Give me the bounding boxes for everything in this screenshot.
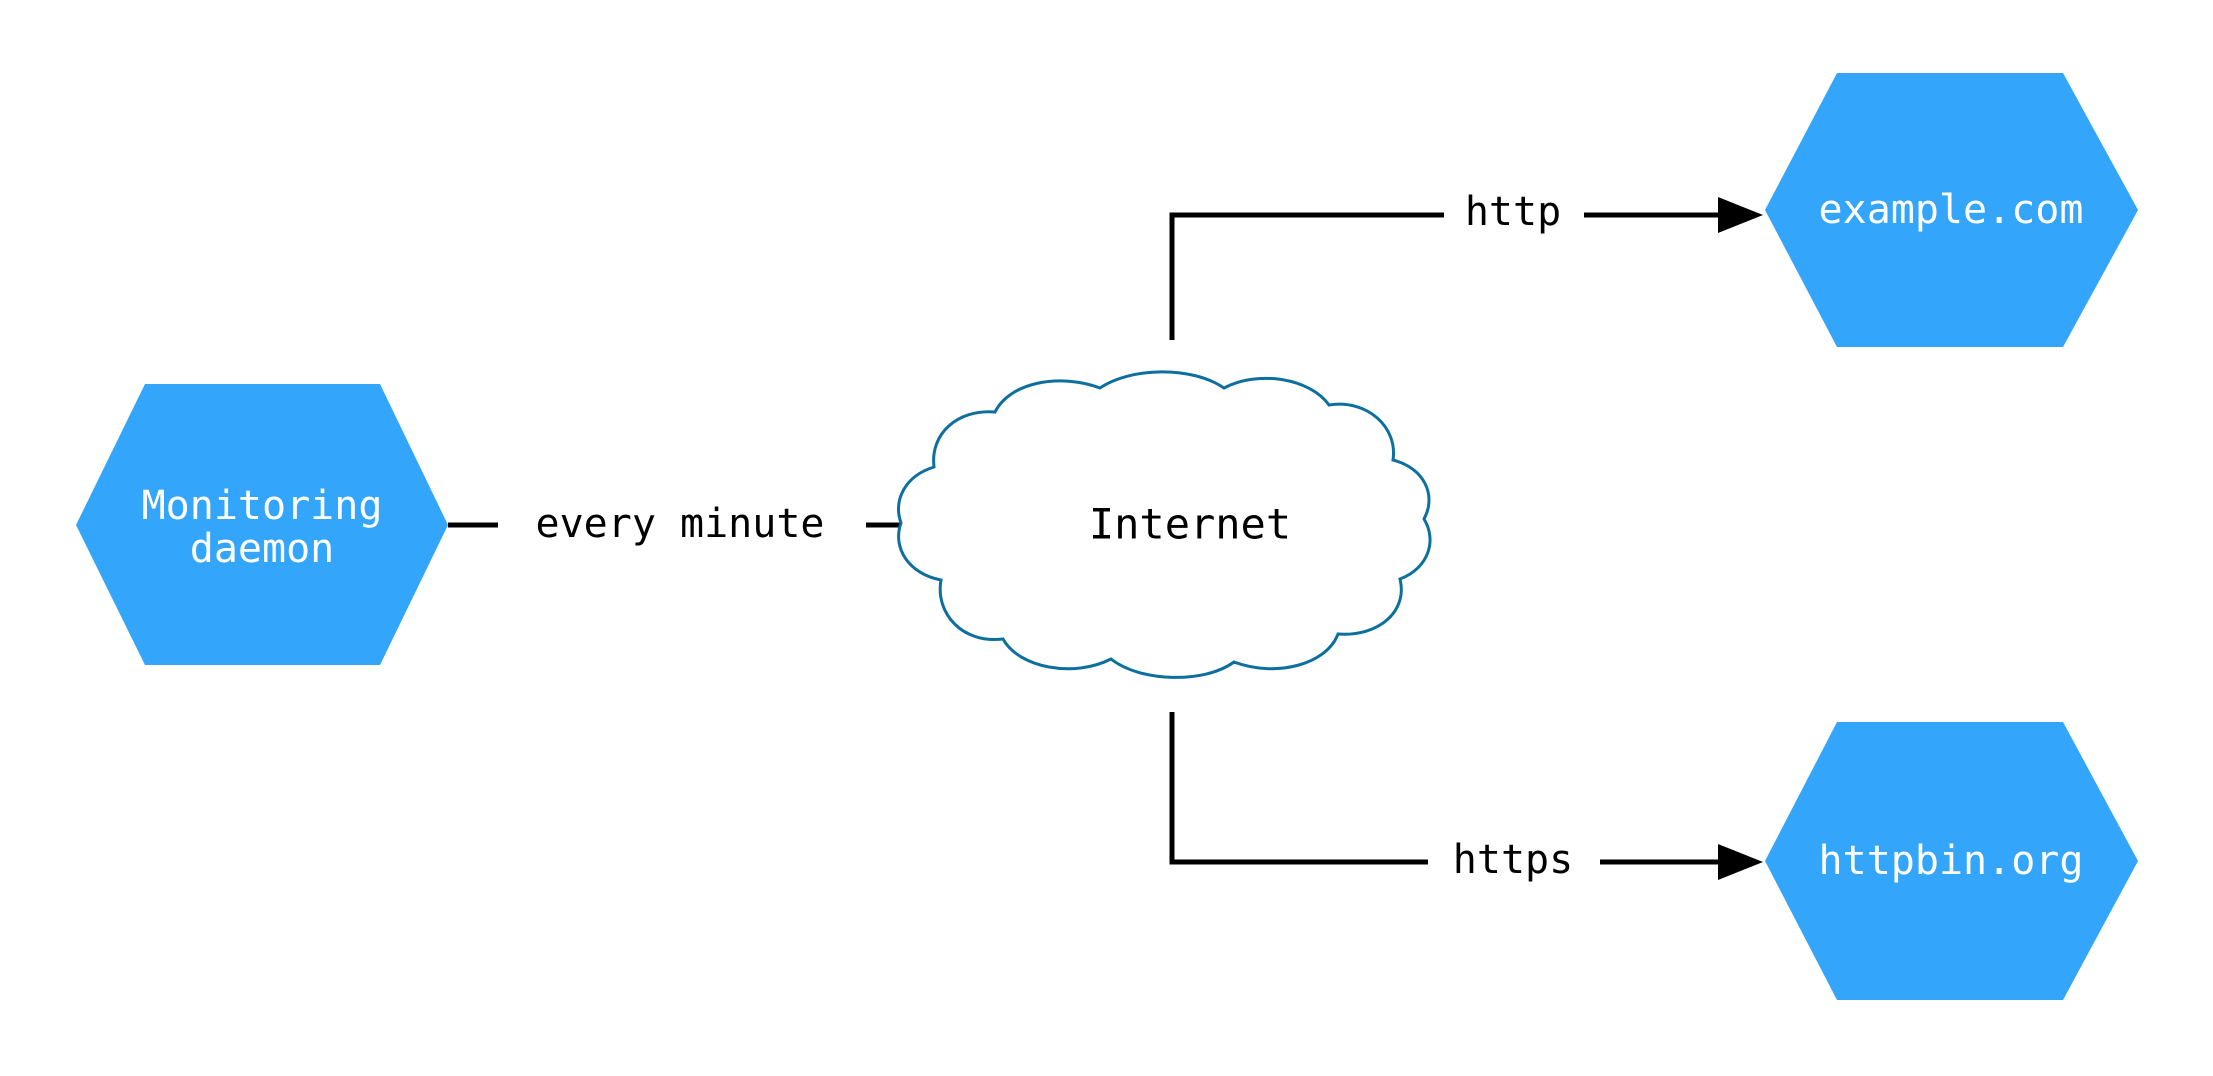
node-httpbin-org[interactable]: httpbin.org	[1765, 722, 2138, 1000]
edge-http-label-backdrop	[1444, 189, 1584, 241]
edge-internet-to-httpbin-arrowhead	[1718, 844, 1763, 880]
edge-label-every-minute: every minute	[536, 501, 825, 547]
example-com-hexagon[interactable]	[1765, 73, 2138, 347]
monitoring-daemon-hexagon[interactable]	[76, 384, 448, 665]
internet-cloud-shape[interactable]	[897, 370, 1432, 679]
node-example-com[interactable]: example.com	[1765, 73, 2138, 347]
httpbin-org-hexagon[interactable]	[1765, 722, 2138, 1000]
edge-internet-to-httpbin: https	[1169, 712, 1763, 889]
edge-label-https: https	[1453, 837, 1573, 883]
example-com-label: example.com	[1819, 187, 2084, 233]
node-internet[interactable]: Internet	[897, 370, 1432, 679]
edge-https-label-backdrop	[1428, 837, 1600, 889]
internet-label: Internet	[1089, 500, 1291, 549]
edge-internet-to-example-arrowhead	[1718, 197, 1763, 233]
monitoring-daemon-label-line2: daemon	[190, 526, 335, 572]
node-monitoring-daemon[interactable]: Monitoring daemon	[76, 384, 448, 665]
edge-daemon-label-backdrop	[498, 500, 866, 552]
edge-internet-to-example: http	[1169, 189, 1763, 340]
edge-daemon-to-internet: every minute	[448, 500, 1005, 552]
monitoring-daemon-label-line1: Monitoring	[142, 483, 383, 529]
httpbin-org-label: httpbin.org	[1819, 838, 2084, 884]
edge-label-http: http	[1465, 189, 1561, 235]
